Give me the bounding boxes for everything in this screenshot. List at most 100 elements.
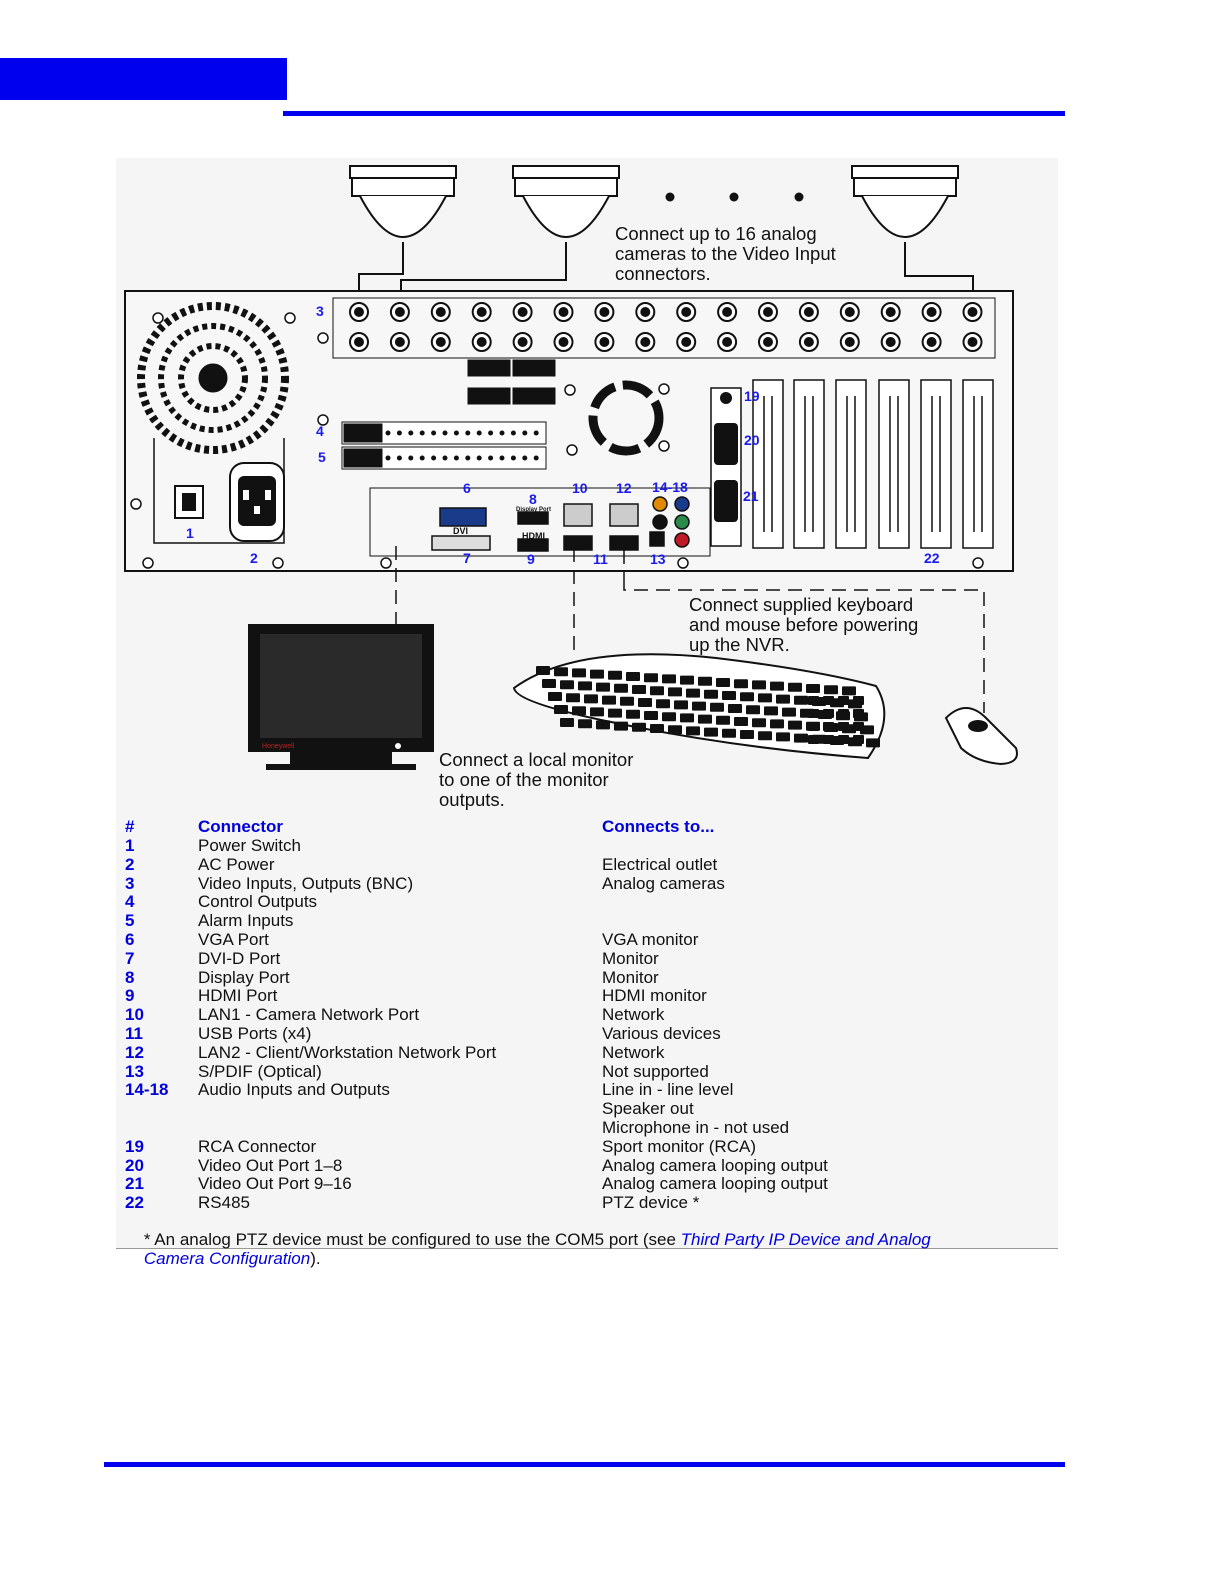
callout-number: 1 (186, 525, 194, 541)
table-row: Microphone in - not used (116, 1118, 1058, 1137)
expansion-slots (752, 379, 994, 549)
callout-number: 22 (924, 550, 940, 566)
row-connects-to: PTZ device * (602, 1193, 700, 1213)
row-connector: AC Power (198, 854, 275, 874)
row-connects-to: Analog camera looping output (602, 1174, 828, 1194)
keyboard-illustration (512, 653, 886, 760)
callout-number: 8 (529, 491, 537, 507)
row-connects-to: Various devices (602, 1024, 721, 1043)
row-num: 14-18 (125, 1080, 169, 1100)
port-label: DVI (453, 526, 468, 536)
port-label: Display Port (516, 507, 551, 513)
row-connects-to: Monitor (602, 948, 659, 968)
row-num: 6 (125, 930, 135, 949)
row-connector: Power Switch (198, 836, 301, 855)
row-connects-to: Speaker out (602, 1099, 694, 1119)
row-num: 9 (125, 986, 135, 1006)
row-num: 10 (125, 1005, 144, 1025)
row-num: 11 (125, 1024, 143, 1043)
header-num: # (125, 817, 135, 836)
dome-camera-3 (851, 165, 959, 238)
row-num: 2 (125, 854, 135, 874)
dome-camera-2 (512, 165, 620, 238)
monitor-brand-logo: Honeywell (262, 743, 295, 750)
table-row: 9 HDMI Port HDMI monitor (116, 986, 1058, 1005)
callout-number: 11 (593, 551, 608, 567)
row-num: 12 (125, 1042, 144, 1062)
table-row: 21 Video Out Port 9–16 Analog camera loopi… (116, 1174, 1058, 1193)
footer-rule (104, 1462, 1065, 1467)
row-connector: S/PDIF (Optical) (198, 1061, 322, 1081)
power-supply-fan (137, 302, 289, 454)
table-row: 13 S/PDIF (Optical) Not supported (116, 1062, 1058, 1081)
row-connector: Video Inputs, Outputs (BNC) (198, 873, 414, 893)
row-connector: RS485 (198, 1193, 250, 1213)
row-connector: Video Out Port 1–8 (198, 1155, 343, 1175)
row-connects-to: Analog camera looping output (602, 1155, 828, 1175)
header-connector: Connector (198, 817, 283, 836)
row-connector: Video Out Port 9–16 (198, 1174, 352, 1194)
footnote: * An analog PTZ device must be configure… (125, 1211, 931, 1268)
row-connector: USB Ports (x4) (198, 1024, 312, 1043)
row-connects-to: Sport monitor (RCA) (602, 1136, 756, 1156)
table-row: Speaker out (116, 1099, 1058, 1118)
row-connects-to: Analog cameras (602, 873, 725, 893)
table-row: 7 DVI-D Port Monitor (116, 949, 1058, 968)
callout-number: 20 (744, 432, 760, 448)
callout-number: 2 (250, 550, 258, 566)
monitor-illustration (248, 624, 434, 770)
row-connector: HDMI Port (198, 986, 278, 1006)
table-row: 4 Control Outputs (116, 892, 1058, 911)
row-num: 20 (125, 1155, 144, 1175)
table-row: 3 Video Inputs, Outputs (BNC) Analog camer… (116, 874, 1058, 893)
table-header: # Connector Connects to... (116, 817, 1058, 836)
row-connects-to: HDMI monitor (602, 986, 707, 1006)
callout-keyboard: Connect supplied keyboard and mouse befo… (689, 594, 919, 655)
row-connector: RCA Connector (198, 1136, 317, 1156)
callout-number: 6 (463, 480, 471, 496)
row-connector: Audio Inputs and Outputs (198, 1080, 390, 1100)
row-connector: Control Outputs (198, 892, 318, 912)
row-num: 13 (125, 1061, 144, 1081)
row-num: 3 (125, 873, 135, 893)
row-connects-to: Network (602, 1005, 665, 1025)
connector-table: # Connector Connects to... 1 Power Switch… (116, 816, 1058, 1268)
row-num: 7 (125, 948, 135, 968)
row-connector: DVI-D Port (198, 948, 281, 968)
row-connects-to: Not supported (602, 1061, 709, 1081)
row-num: 21 (125, 1174, 144, 1194)
table-row: 20 Video Out Port 1–8 Analog camera loopin… (116, 1156, 1058, 1175)
callout-cameras: Connect up to 16 analog cameras to the V… (615, 223, 836, 284)
footnote-link-1[interactable]: Third Party IP Device and Analog (680, 1230, 931, 1249)
row-connector: LAN2 - Client/Workstation Network Port (198, 1042, 497, 1062)
row-num: 1 (125, 836, 135, 855)
callout-number: 9 (527, 551, 535, 567)
row-connector: VGA Port (198, 930, 269, 949)
table-row: 1 Power Switch (116, 836, 1058, 855)
callout-number: 7 (463, 550, 471, 566)
table-row: 10 LAN1 - Camera Network Port Network (116, 1005, 1058, 1024)
footnote-link-2[interactable]: Camera Configuration (143, 1249, 311, 1268)
footnote-line-2: Camera Configuration). (125, 1230, 321, 1287)
table-row: 11 USB Ports (x4) Various devices (116, 1024, 1058, 1043)
port-label: HDMI (522, 531, 545, 541)
callout-number: 13 (650, 551, 666, 567)
callout-number: 10 (572, 480, 588, 496)
dome-camera-1 (349, 165, 457, 238)
header-connects-to: Connects to... (602, 817, 715, 836)
row-connector: LAN1 - Camera Network Port (198, 1005, 420, 1025)
row-num: 4 (125, 892, 135, 912)
row-num: 5 (125, 911, 135, 931)
row-connects-to: Monitor (602, 967, 659, 987)
footnote-prefix: * An analog PTZ device must be configure… (143, 1230, 681, 1249)
callout-number: 14-18 (652, 479, 688, 495)
